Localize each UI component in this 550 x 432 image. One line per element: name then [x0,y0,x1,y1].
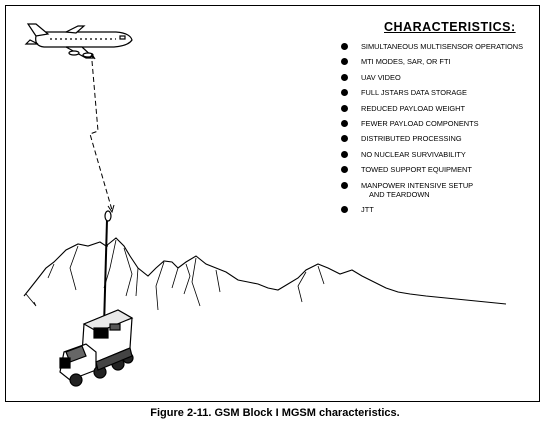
list-item: UAV VIDEO [341,73,523,82]
bullet-icon [341,150,348,158]
list-item: JTT [341,205,523,214]
figure-caption: Figure 2-11. GSM Block I MGSM characteri… [150,407,400,419]
mountain-ridge [23,237,507,305]
figure-illustration [23,23,507,387]
list-item: REDUCED PAYLOAD WEIGHT [341,104,523,113]
list-item: MTI MODES, SAR, OR FTI [341,57,523,66]
bullet-icon [341,205,348,213]
bullet-icon [341,104,348,112]
figure-frame: CHARACTERISTICS: SIMULTANEOUS MULTISENSO… [5,5,540,402]
bullet-icon [341,58,348,66]
bullet-icon [341,166,348,174]
jstars-aircraft [24,23,133,59]
bullet-icon [341,73,348,81]
mountain-shading [25,239,325,311]
list-item: FEWER PAYLOAD COMPONENTS [341,119,523,128]
list-item: DISTRIBUTED PROCESSING [341,134,523,143]
characteristics-list: SIMULTANEOUS MULTISENSOR OPERATIONS MTI … [341,42,523,220]
antenna-mast [103,210,112,327]
mgsm-vehicle [59,309,134,387]
list-item: SIMULTANEOUS MULTISENSOR OPERATIONS [341,42,523,51]
list-item: FULL JSTARS DATA STORAGE [341,88,523,97]
datalink-signal [89,52,115,214]
bullet-icon [341,89,348,97]
characteristics-heading: CHARACTERISTICS: [384,20,516,34]
bullet-icon [341,43,348,50]
list-item: TOWED SUPPORT EQUIPMENT [341,165,523,174]
list-item: NO NUCLEAR SURVIVABILITY [341,150,523,159]
bullet-icon [341,181,348,189]
bullet-icon [341,135,348,143]
bullet-icon [341,119,348,127]
